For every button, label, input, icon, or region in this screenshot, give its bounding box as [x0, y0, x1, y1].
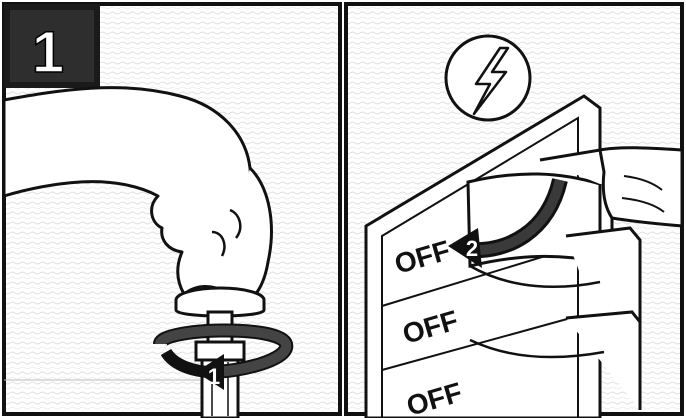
step-number: 1	[32, 20, 64, 85]
lightning-bolt-icon	[446, 36, 530, 120]
rotation-marker-1: 1	[208, 364, 220, 389]
hand-icon	[600, 148, 682, 226]
left-panel: 1 1	[4, 4, 340, 418]
right-panel: OFF OFF OFF 2	[346, 4, 682, 418]
rotation-marker-2: 2	[466, 236, 478, 261]
step-badge: 1	[4, 4, 100, 88]
